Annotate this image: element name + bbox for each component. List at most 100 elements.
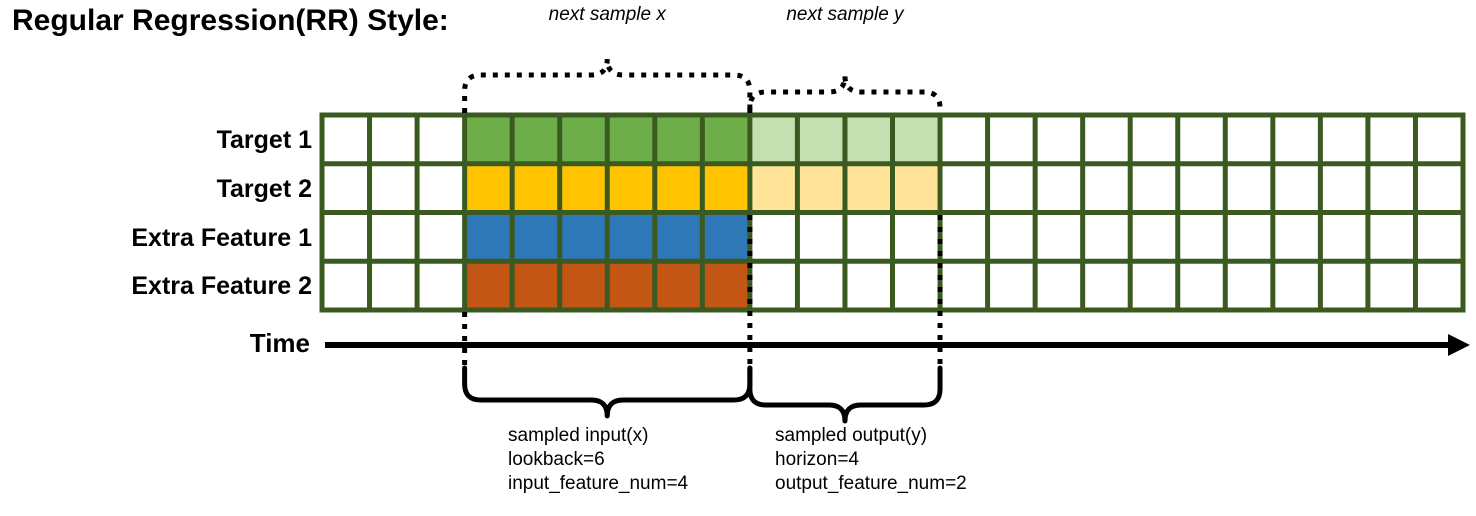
grid-cell[interactable]	[704, 117, 748, 162]
grid-cell[interactable]	[799, 215, 843, 259]
sampled-output-line-1: sampled output(y)	[775, 425, 928, 446]
grid-cell[interactable]	[372, 215, 415, 259]
grid-cell[interactable]	[419, 263, 463, 308]
grid-cell[interactable]	[1275, 263, 1318, 308]
grid-cell[interactable]	[609, 117, 653, 162]
grid-cell[interactable]	[799, 117, 843, 162]
grid-cell[interactable]	[562, 263, 605, 308]
top-brace-next-sample-y	[747, 75, 943, 113]
grid-cell[interactable]	[562, 215, 605, 259]
grid-cell[interactable]	[1085, 117, 1128, 162]
grid-cell[interactable]	[1227, 263, 1271, 308]
grid-cell[interactable]	[609, 263, 653, 308]
grid-cell[interactable]	[514, 166, 558, 210]
grid-cell[interactable]	[657, 215, 700, 259]
grid-cell[interactable]	[419, 166, 463, 210]
grid-cell[interactable]	[990, 117, 1033, 162]
grid-cell[interactable]	[1227, 215, 1271, 259]
grid-cell[interactable]	[419, 117, 463, 162]
grid-cell[interactable]	[1132, 117, 1176, 162]
row-label-target-2: Target 2	[216, 175, 312, 203]
grid-cell[interactable]	[1180, 117, 1223, 162]
grid-cell[interactable]	[847, 117, 890, 162]
grid-cell[interactable]	[1227, 166, 1271, 210]
grid-cell[interactable]	[847, 215, 890, 259]
grid-cell[interactable]	[372, 166, 415, 210]
grid-cell[interactable]	[942, 263, 986, 308]
grid-cell[interactable]	[1085, 166, 1128, 210]
grid-cell[interactable]	[1227, 117, 1271, 162]
grid-cell[interactable]	[1085, 263, 1128, 308]
grid-cell[interactable]	[847, 263, 890, 308]
grid-cell[interactable]	[990, 215, 1033, 259]
grid-cell[interactable]	[562, 166, 605, 210]
grid-cell[interactable]	[990, 263, 1033, 308]
grid-cell[interactable]	[752, 166, 795, 210]
grid-cell[interactable]	[1180, 215, 1223, 259]
time-axis-arrowhead	[1448, 334, 1470, 356]
grid-cell[interactable]	[609, 215, 653, 259]
grid-cell[interactable]	[1275, 166, 1318, 210]
grid-cell[interactable]	[372, 117, 415, 162]
grid-cell[interactable]	[657, 166, 700, 210]
grid-cell[interactable]	[1037, 166, 1081, 210]
grid-cell[interactable]	[1132, 166, 1176, 210]
grid-cell[interactable]	[895, 215, 938, 259]
grid-cell[interactable]	[1275, 117, 1318, 162]
grid-cell[interactable]	[799, 263, 843, 308]
grid-cell[interactable]	[1322, 263, 1366, 308]
grid-cell[interactable]	[419, 215, 463, 259]
grid-cell[interactable]	[1322, 215, 1366, 259]
grid-cell[interactable]	[799, 166, 843, 210]
grid-cell[interactable]	[372, 263, 415, 308]
grid-cell[interactable]	[1037, 117, 1081, 162]
grid-cell[interactable]	[752, 215, 795, 259]
grid-cell[interactable]	[1417, 166, 1461, 210]
grid-cell[interactable]	[942, 215, 986, 259]
grid-cell[interactable]	[1037, 263, 1081, 308]
grid-cell[interactable]	[514, 263, 558, 308]
grid-cell[interactable]	[1132, 263, 1176, 308]
grid-cell[interactable]	[1370, 166, 1413, 210]
grid-cell[interactable]	[1370, 117, 1413, 162]
grid-cell[interactable]	[562, 117, 605, 162]
grid-cell[interactable]	[514, 215, 558, 259]
grid-cell[interactable]	[1322, 117, 1366, 162]
grid-cell[interactable]	[609, 166, 653, 210]
grid-cell[interactable]	[1132, 215, 1176, 259]
grid-cell[interactable]	[1322, 166, 1366, 210]
grid-cell[interactable]	[467, 263, 510, 308]
grid-cell[interactable]	[1370, 215, 1413, 259]
grid-cell[interactable]	[847, 166, 890, 210]
grid-cell[interactable]	[990, 166, 1033, 210]
grid-cell[interactable]	[1037, 215, 1081, 259]
grid-cell[interactable]	[942, 117, 986, 162]
grid-cell[interactable]	[704, 215, 748, 259]
grid-cell[interactable]	[1180, 263, 1223, 308]
grid-cell[interactable]	[1417, 215, 1461, 259]
grid-cell[interactable]	[324, 166, 368, 210]
grid-cell[interactable]	[324, 117, 368, 162]
grid-cell[interactable]	[1417, 263, 1461, 308]
grid-cell[interactable]	[704, 166, 748, 210]
grid-cell[interactable]	[467, 215, 510, 259]
grid-cell[interactable]	[324, 263, 368, 308]
grid-cell[interactable]	[324, 215, 368, 259]
grid-cell[interactable]	[657, 117, 700, 162]
grid-cell[interactable]	[895, 117, 938, 162]
grid-cell[interactable]	[752, 117, 795, 162]
grid-cell[interactable]	[895, 166, 938, 210]
grid-cell[interactable]	[942, 166, 986, 210]
grid-cell[interactable]	[1180, 166, 1223, 210]
grid-cell[interactable]	[752, 263, 795, 308]
grid-cell[interactable]	[704, 263, 748, 308]
grid-cell[interactable]	[895, 263, 938, 308]
grid-cell[interactable]	[1085, 215, 1128, 259]
grid-cell[interactable]	[657, 263, 700, 308]
grid-cell[interactable]	[1275, 215, 1318, 259]
grid-cell[interactable]	[467, 166, 510, 210]
grid-cell[interactable]	[514, 117, 558, 162]
grid-cell[interactable]	[1370, 263, 1413, 308]
grid-cell[interactable]	[1417, 117, 1461, 162]
grid-cell[interactable]	[467, 117, 510, 162]
